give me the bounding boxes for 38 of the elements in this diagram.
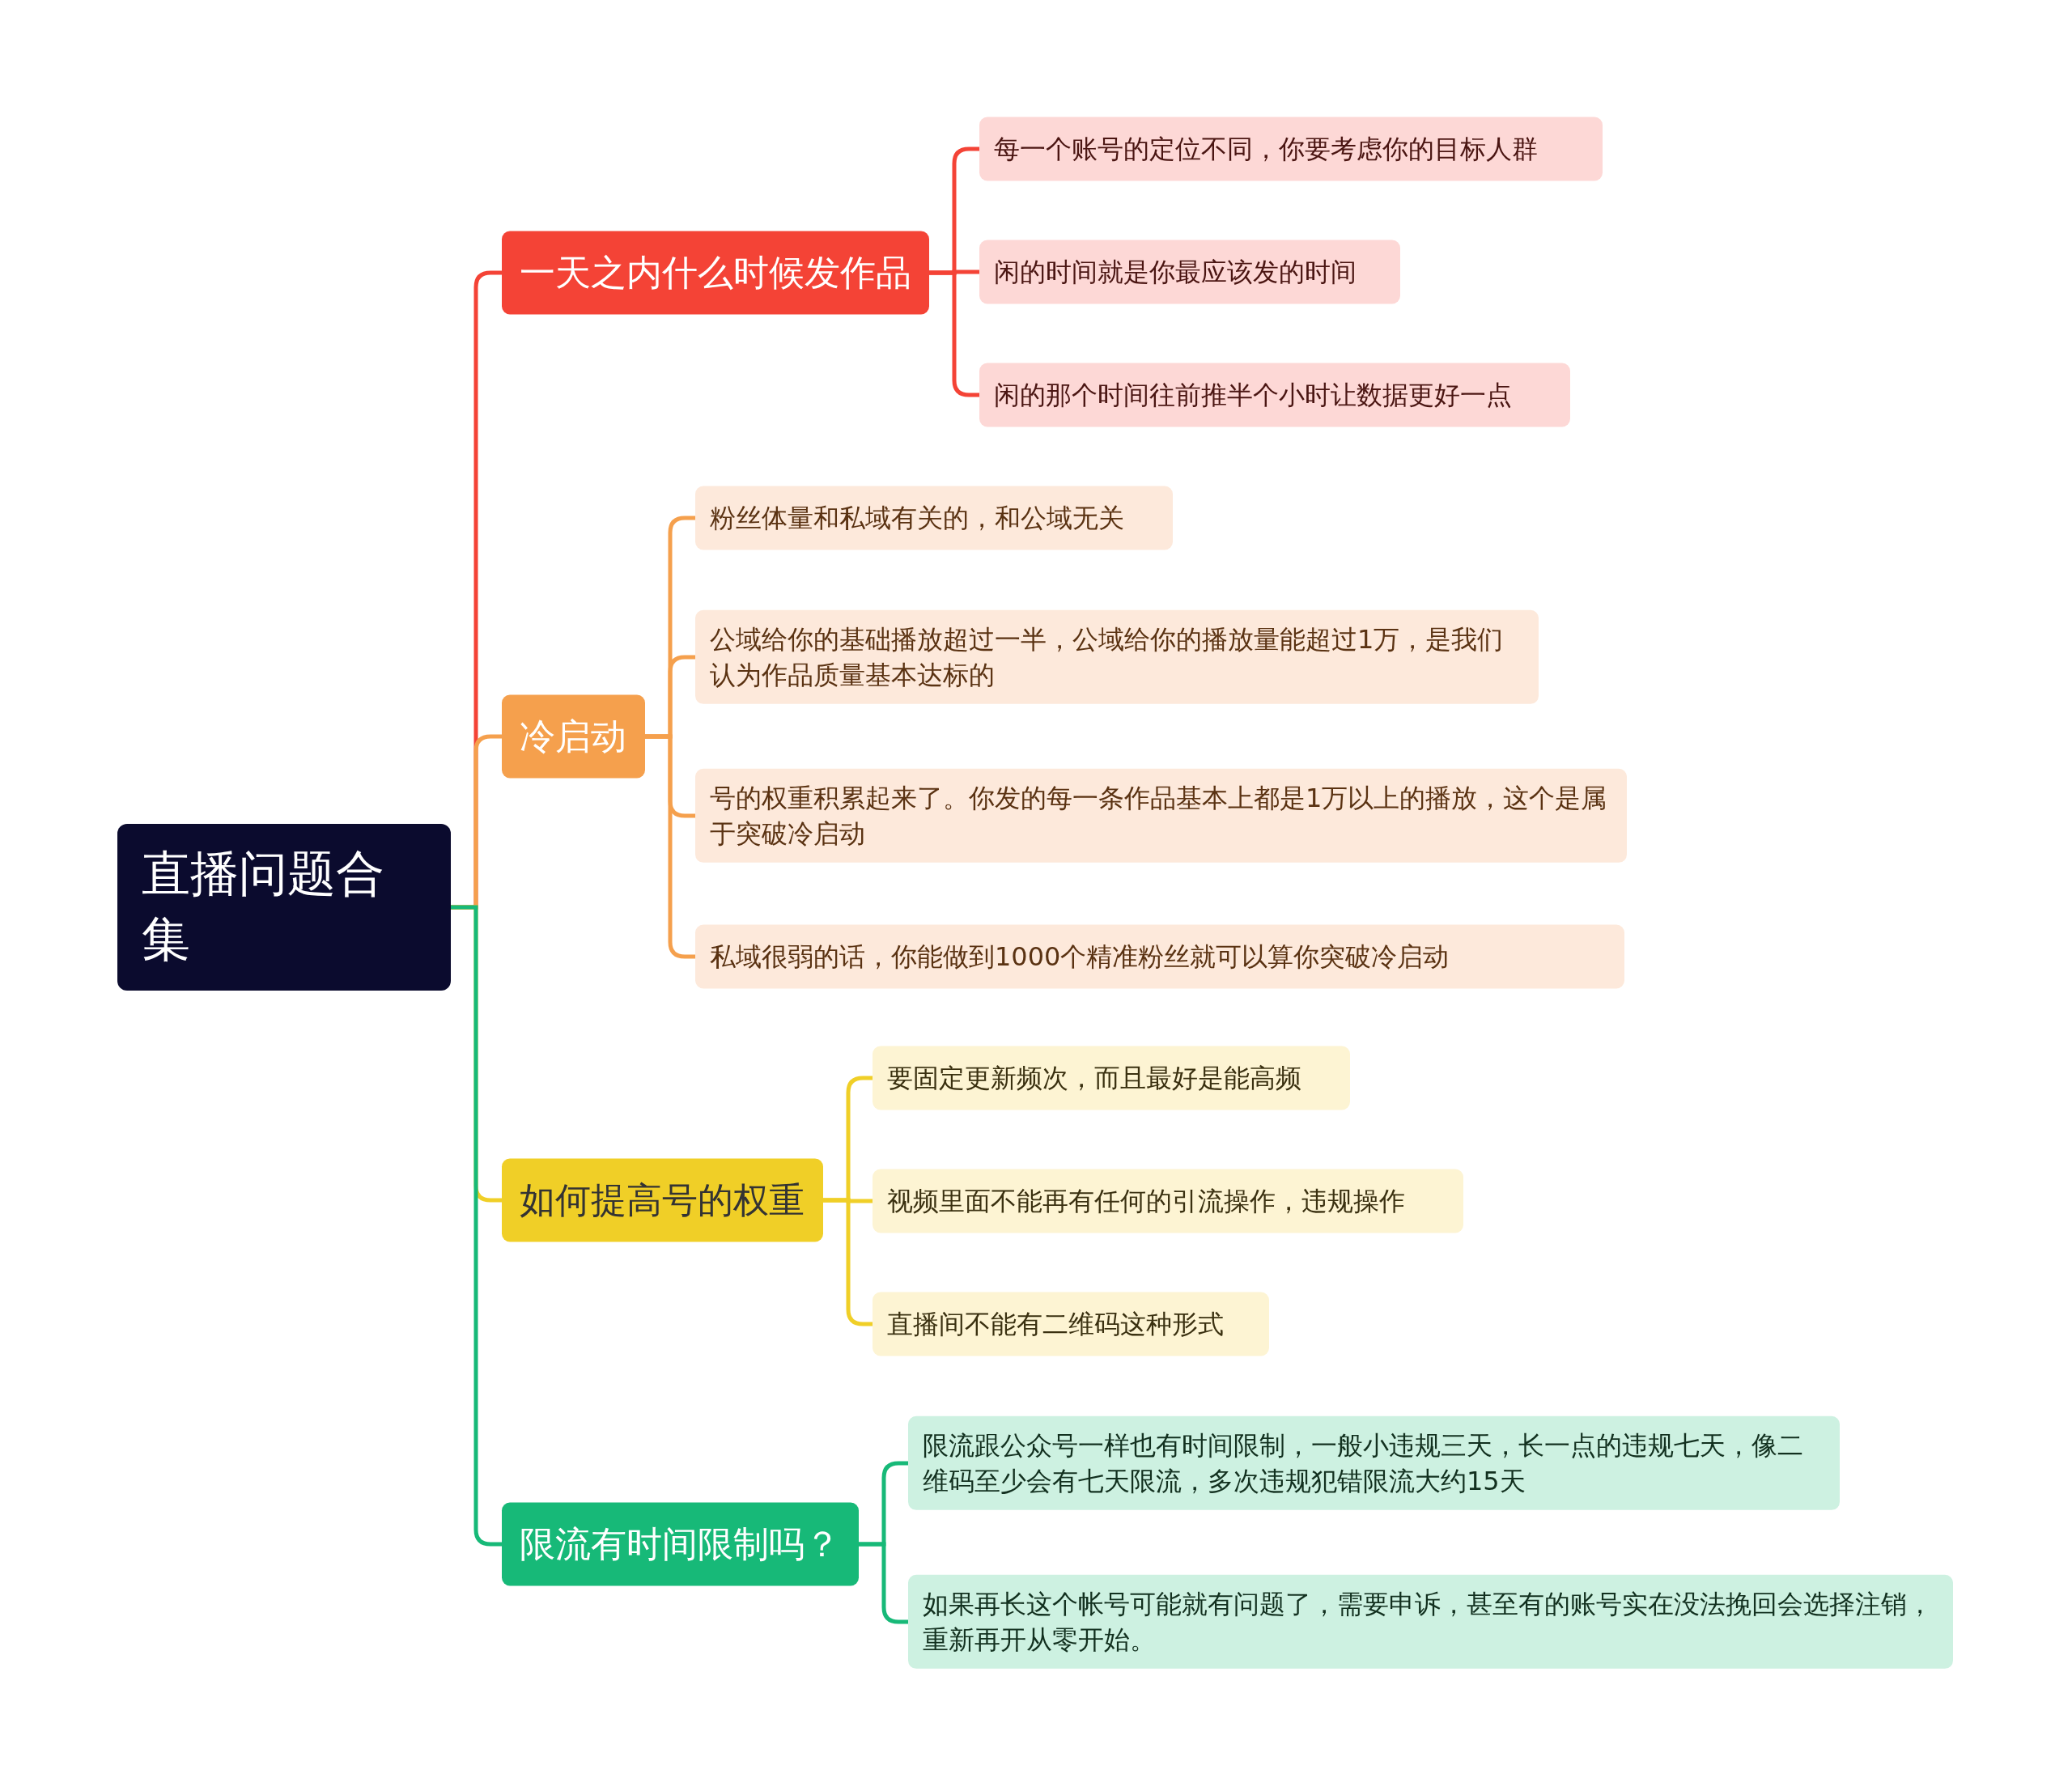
subtopic-box — [979, 363, 1570, 427]
node-text: 要固定更新频次，而且最好是能高频 — [887, 1061, 1301, 1095]
node-text: 一天之内什么时候发作品 — [520, 250, 911, 295]
topic-box — [502, 231, 929, 315]
subtopic-box — [873, 1169, 1463, 1233]
node-text: 私域很弱的话，你能做到1000个精准粉丝就可以算你突破冷启动 — [710, 940, 1450, 974]
connector-line — [823, 1198, 873, 1326]
connector-line — [645, 734, 695, 959]
subtopic-box — [908, 1415, 1840, 1511]
node-text: 闲的时间就是你最应该发的时间 — [994, 255, 1357, 289]
node-text: 公域给你的基础播放超过一半，公域给你的播放量能超过1万，是我们认为作品质量基本达标的 — [710, 622, 1505, 692]
subtopic-box — [695, 609, 1539, 705]
root-topic-box — [117, 824, 451, 991]
node-text: 如果再长这个帐号可能就有问题了，需要申诉，甚至有的账号实在没法挽回会选择注销，重新再开从零开始。 — [923, 1587, 1934, 1657]
node-text: 闲的那个时间往前推半个小时让数据更好一点 — [994, 378, 1512, 412]
subtopic-box — [695, 924, 1624, 989]
node-text: 限流有时间限制吗？ — [520, 1522, 840, 1566]
node-text: 视频里面不能再有任何的引流操作，违规操作 — [887, 1184, 1405, 1218]
node-text: 如何提高号的权重 — [520, 1178, 805, 1222]
node-text: 直播间不能有二维码这种形式 — [887, 1307, 1224, 1341]
node-text: 每一个账号的定位不同，你要考虑你的目标人群 — [994, 132, 1538, 166]
node-text: 号的权重积累起来了。你发的每一条作品基本上都是1万以上的播放，这个是属于突破冷启动 — [710, 781, 1608, 851]
topic-box — [502, 1158, 823, 1242]
subtopic-box — [695, 486, 1173, 550]
node-text: 限流跟公众号一样也有时间限制，一般小违规三天，长一点的违规七天，像二维码至少会有七天限流，多次违规犯错限流大约15天 — [923, 1428, 1804, 1498]
node-text: 粉丝体量和私域有关的，和公域无关 — [710, 501, 1124, 535]
connector-line — [859, 1542, 908, 1624]
subtopic-box — [873, 1292, 1269, 1356]
connector-line — [929, 270, 979, 397]
subtopic-box — [979, 117, 1603, 181]
node-text: 冷启动 — [520, 714, 626, 758]
subtopic-box — [979, 240, 1400, 304]
subtopic-box — [695, 768, 1627, 864]
subtopic-box — [873, 1046, 1350, 1110]
node-text: 直播问题合集 — [142, 844, 385, 969]
topic-box — [502, 1502, 859, 1586]
subtopic-box — [908, 1574, 1953, 1670]
topic-box — [502, 694, 645, 779]
